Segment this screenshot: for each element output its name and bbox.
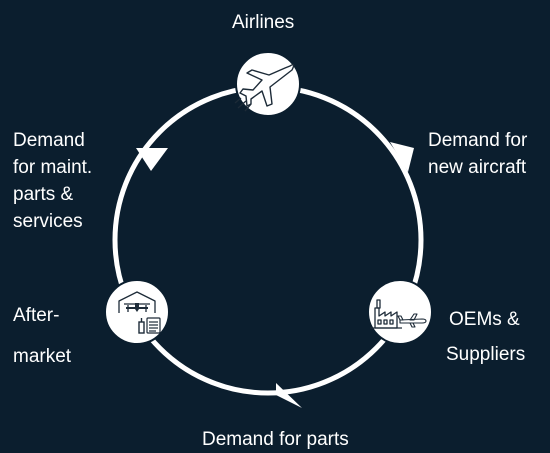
aftermarket-label-line-2: market <box>13 346 72 367</box>
factory-icon <box>370 299 402 329</box>
cycle-ring <box>112 84 424 396</box>
demand-maintenance-label: Demand for maint. parts & services <box>13 130 93 232</box>
demand-new-aircraft-label: Demand for new aircraft <box>428 130 528 178</box>
arrow-parts <box>276 383 302 408</box>
airplane-icon <box>234 63 295 112</box>
aftermarket-node <box>104 279 170 345</box>
oems-label-line-2: Suppliers <box>446 344 526 365</box>
demand-parts-label: Demand for parts <box>202 429 349 450</box>
small-airplane-icon <box>397 313 427 328</box>
oems-label-line-1: OEMs & <box>449 309 520 330</box>
airlines-label: Airlines <box>232 12 295 33</box>
arrow-new-aircraft <box>390 142 414 172</box>
jet-icon <box>126 303 148 312</box>
oems-node <box>367 279 433 345</box>
document-icon <box>146 317 161 334</box>
airlines-node <box>234 51 301 117</box>
tool-icon <box>138 318 145 334</box>
arrow-maintenance <box>136 148 168 171</box>
aftermarket-label-line-1: After- <box>13 305 60 326</box>
